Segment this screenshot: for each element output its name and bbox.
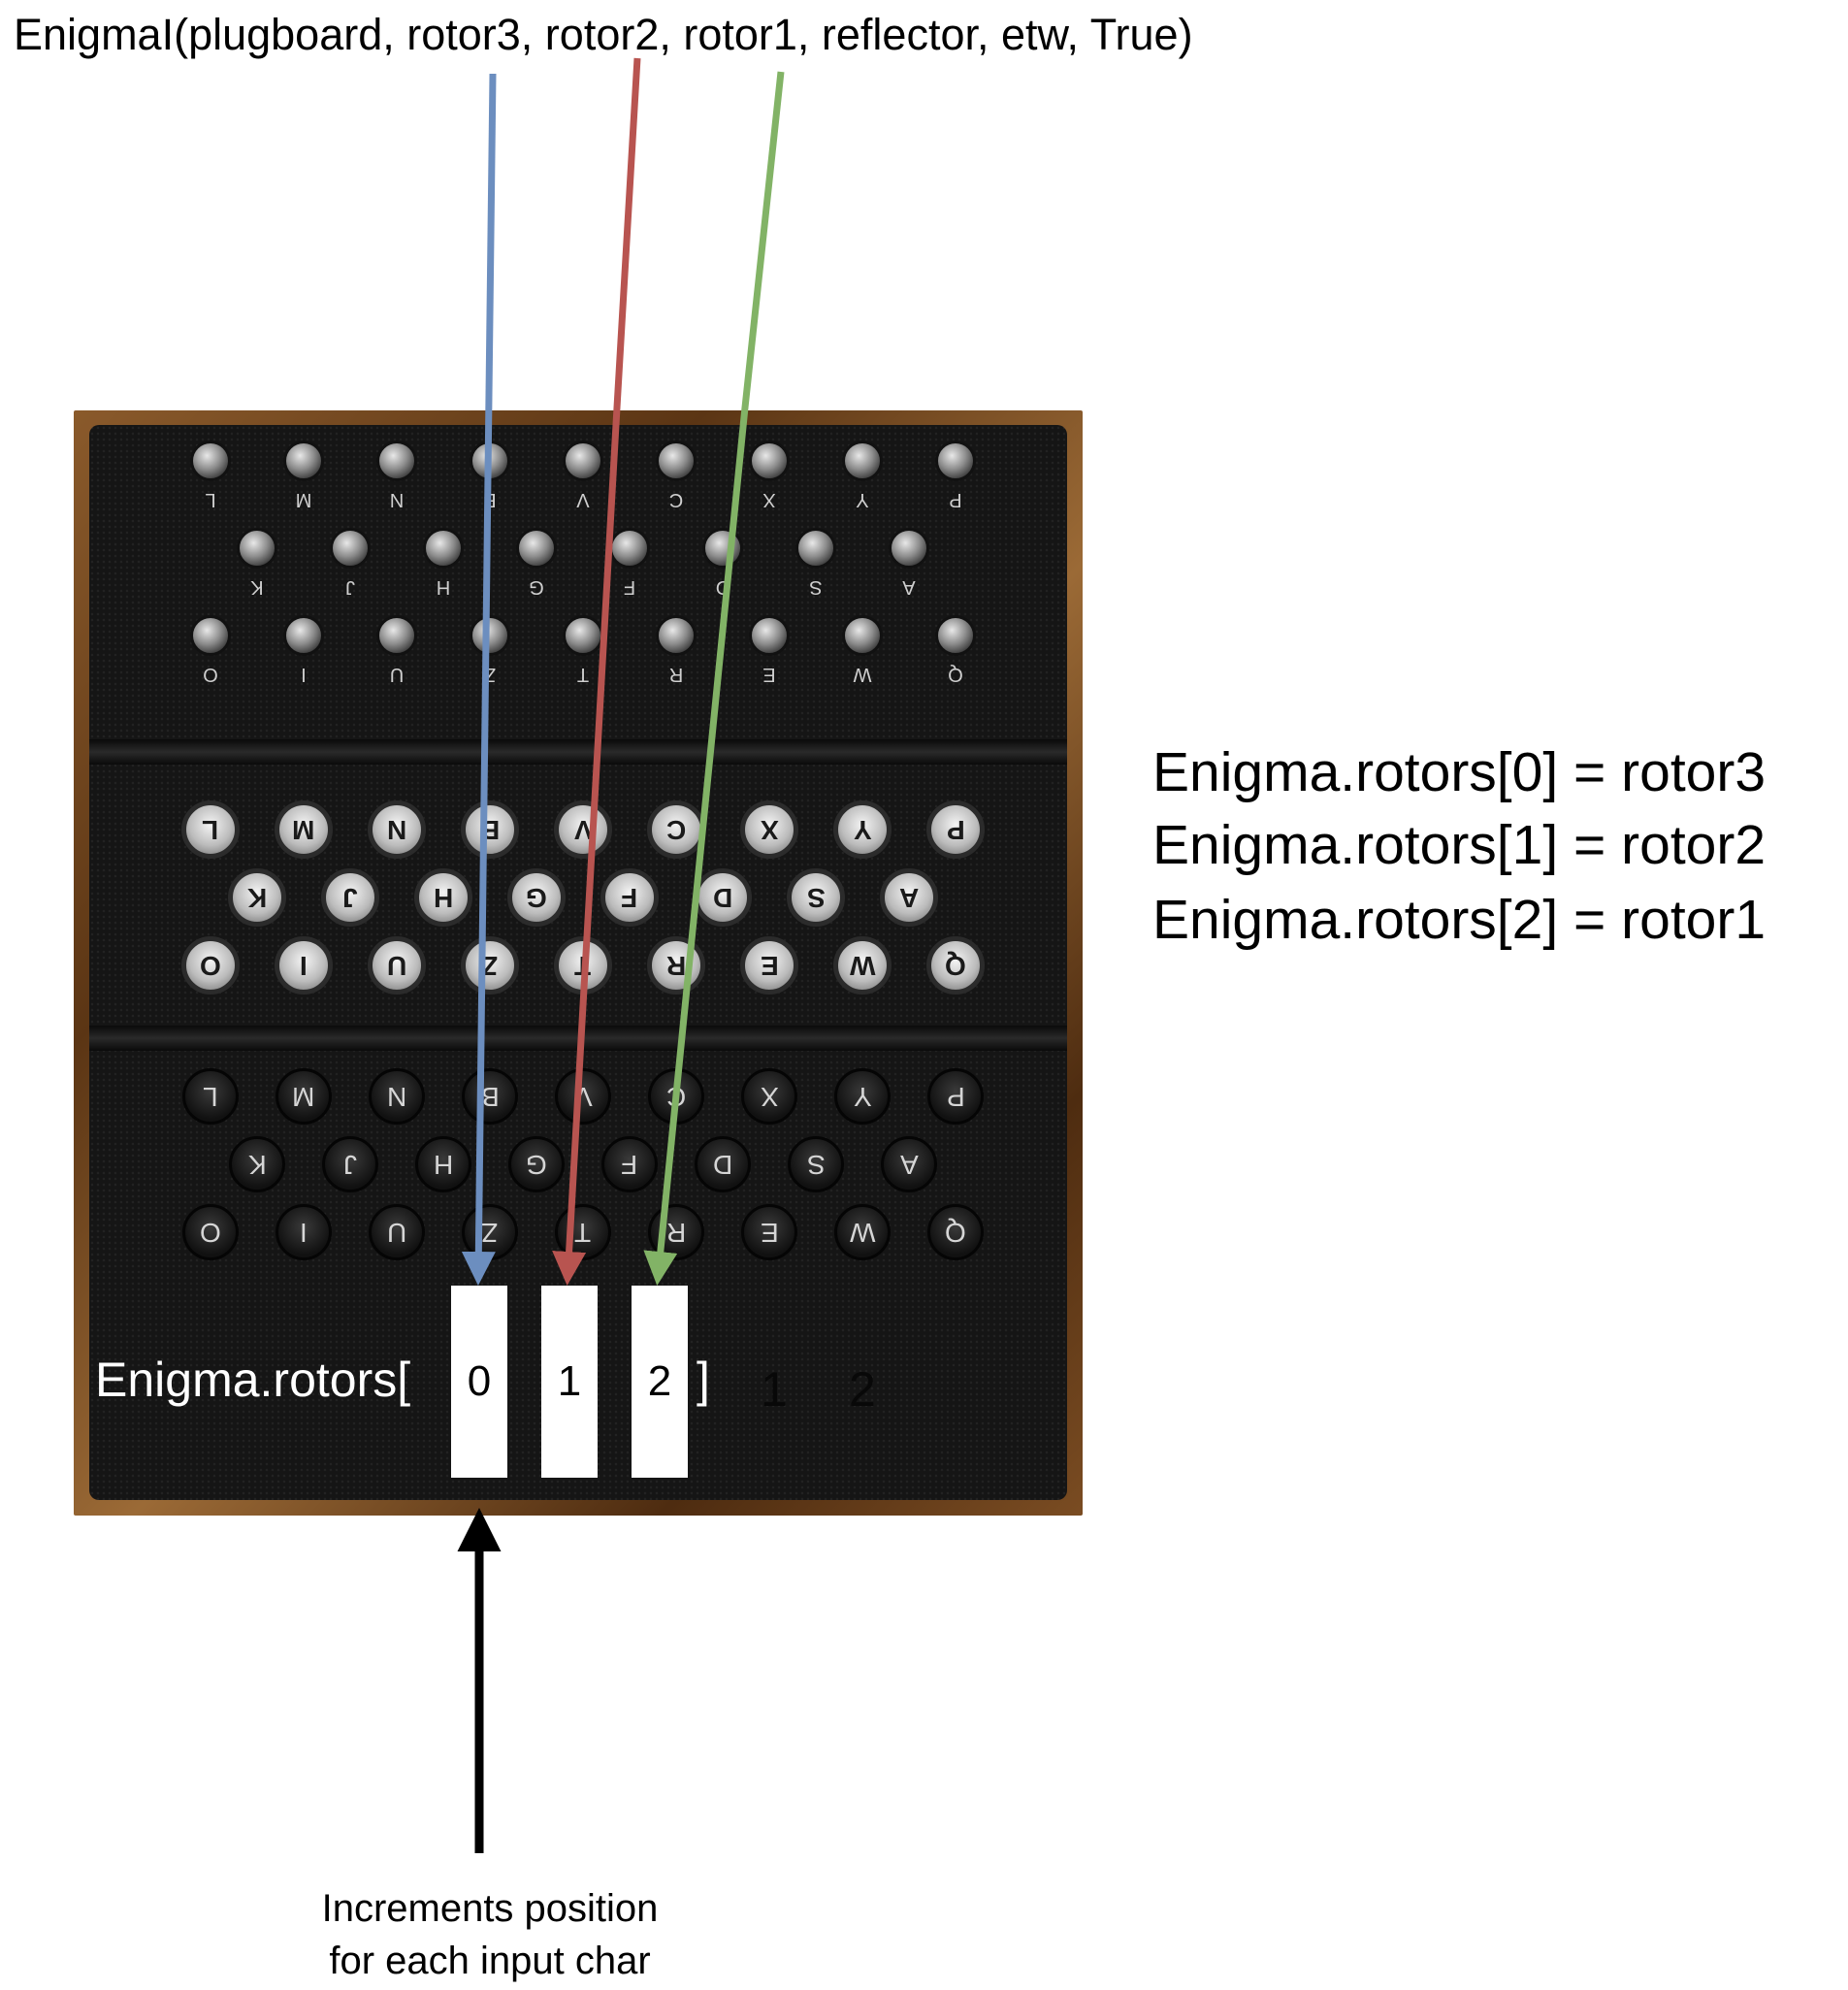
lamp-y — [842, 440, 883, 481]
rotor-window-prefix: Enigma.rotors[ — [95, 1353, 411, 1407]
key-h[interactable]: H — [414, 868, 472, 927]
rotor-ghost-digit-1: 1 — [761, 1362, 788, 1417]
plug-socket-w[interactable]: W — [834, 1204, 891, 1260]
plug-socket-m[interactable]: M — [276, 1068, 332, 1125]
rotor-slot-0-label: 0 — [467, 1357, 492, 1405]
key-u[interactable]: U — [368, 936, 426, 995]
key-e[interactable]: E — [740, 936, 798, 995]
lamp-n — [376, 440, 417, 481]
key-m[interactable]: M — [275, 800, 333, 859]
rotor-window-suffix: ] — [697, 1353, 710, 1407]
lamp-w — [842, 615, 883, 656]
key-y[interactable]: Y — [833, 800, 892, 859]
lamp-o — [190, 615, 231, 656]
plug-socket-v[interactable]: V — [555, 1068, 611, 1125]
plug-socket-z[interactable]: Z — [462, 1204, 518, 1260]
key-x[interactable]: X — [740, 800, 798, 859]
key-v[interactable]: V — [554, 800, 612, 859]
lamp-i — [283, 615, 324, 656]
plug-socket-l[interactable]: L — [182, 1068, 239, 1125]
key-w[interactable]: W — [833, 936, 892, 995]
constructor-call: EnigmaI(plugboard, rotor3, rotor2, rotor… — [14, 10, 1193, 59]
lamp-s — [795, 528, 836, 569]
lamp-q — [935, 615, 976, 656]
plug-socket-d[interactable]: D — [695, 1136, 751, 1192]
key-j[interactable]: J — [321, 868, 379, 927]
lamp-d — [702, 528, 743, 569]
plug-socket-e[interactable]: E — [741, 1204, 797, 1260]
arrow-rotor3-to-slot-0 — [461, 73, 497, 1286]
increment-caption: Increments position for each input char — [233, 1882, 747, 1987]
plug-socket-p[interactable]: P — [927, 1068, 984, 1125]
mapping-line-2: Enigma.rotors[2] = rotor1 — [1152, 889, 1767, 951]
lamp-h — [423, 528, 464, 569]
lamp-c — [656, 440, 697, 481]
rotor-slot-2-label: 2 — [647, 1357, 672, 1405]
key-i[interactable]: I — [275, 936, 333, 995]
plug-socket-o[interactable]: O — [182, 1204, 239, 1260]
lamp-a — [889, 528, 929, 569]
rotor-slot-0: 0 — [451, 1286, 507, 1478]
key-s[interactable]: S — [787, 868, 845, 927]
key-q[interactable]: Q — [926, 936, 985, 995]
plug-socket-u[interactable]: U — [369, 1204, 425, 1260]
lamp-r — [656, 615, 697, 656]
key-r[interactable]: R — [647, 936, 705, 995]
key-g[interactable]: G — [507, 868, 566, 927]
plug-socket-j[interactable]: J — [322, 1136, 378, 1192]
caption-line-2: for each input char — [329, 1940, 651, 1982]
plug-socket-h[interactable]: H — [415, 1136, 471, 1192]
lamp-m — [283, 440, 324, 481]
key-o[interactable]: O — [181, 936, 240, 995]
lamp-u — [376, 615, 417, 656]
lamp-l — [190, 440, 231, 481]
lamp-p — [935, 440, 976, 481]
key-a[interactable]: A — [880, 868, 938, 927]
mapping-line-0: Enigma.rotors[0] = rotor3 — [1152, 741, 1767, 803]
plug-socket-b[interactable]: B — [462, 1068, 518, 1125]
mapping-line-1: Enigma.rotors[1] = rotor2 — [1152, 814, 1767, 876]
plug-socket-i[interactable]: I — [276, 1204, 332, 1260]
key-n[interactable]: N — [368, 800, 426, 859]
lamp-x — [749, 440, 790, 481]
key-k[interactable]: K — [228, 868, 286, 927]
plug-socket-g[interactable]: G — [508, 1136, 565, 1192]
key-f[interactable]: F — [600, 868, 659, 927]
plug-socket-a[interactable]: A — [881, 1136, 937, 1192]
lamp-e — [749, 615, 790, 656]
arrow-rotor1-to-slot-2 — [643, 71, 785, 1286]
rotor-slot-1: 1 — [541, 1286, 598, 1478]
rotor-ghost-digit-2: 2 — [849, 1362, 876, 1417]
plug-socket-k[interactable]: K — [229, 1136, 285, 1192]
plug-socket-n[interactable]: N — [369, 1068, 425, 1125]
lamp-z — [470, 615, 510, 656]
key-b[interactable]: B — [461, 800, 519, 859]
lamp-j — [330, 528, 371, 569]
key-l[interactable]: L — [181, 800, 240, 859]
key-p[interactable]: P — [926, 800, 985, 859]
plug-socket-y[interactable]: Y — [834, 1068, 891, 1125]
plug-socket-x[interactable]: X — [741, 1068, 797, 1125]
arrow-rotor2-to-slot-1 — [552, 57, 641, 1286]
lamp-k — [237, 528, 277, 569]
plug-socket-q[interactable]: Q — [927, 1204, 984, 1260]
caption-line-1: Increments position — [321, 1887, 659, 1930]
plug-socket-f[interactable]: F — [601, 1136, 658, 1192]
plug-socket-s[interactable]: S — [788, 1136, 844, 1192]
key-z[interactable]: Z — [461, 936, 519, 995]
enigma-panel — [89, 425, 1067, 1500]
rotor-slot-2: 2 — [632, 1286, 688, 1478]
lamp-v — [563, 440, 603, 481]
lamp-g — [516, 528, 557, 569]
panel-divider-upper — [89, 739, 1067, 765]
rotor-slot-1-label: 1 — [557, 1357, 582, 1405]
